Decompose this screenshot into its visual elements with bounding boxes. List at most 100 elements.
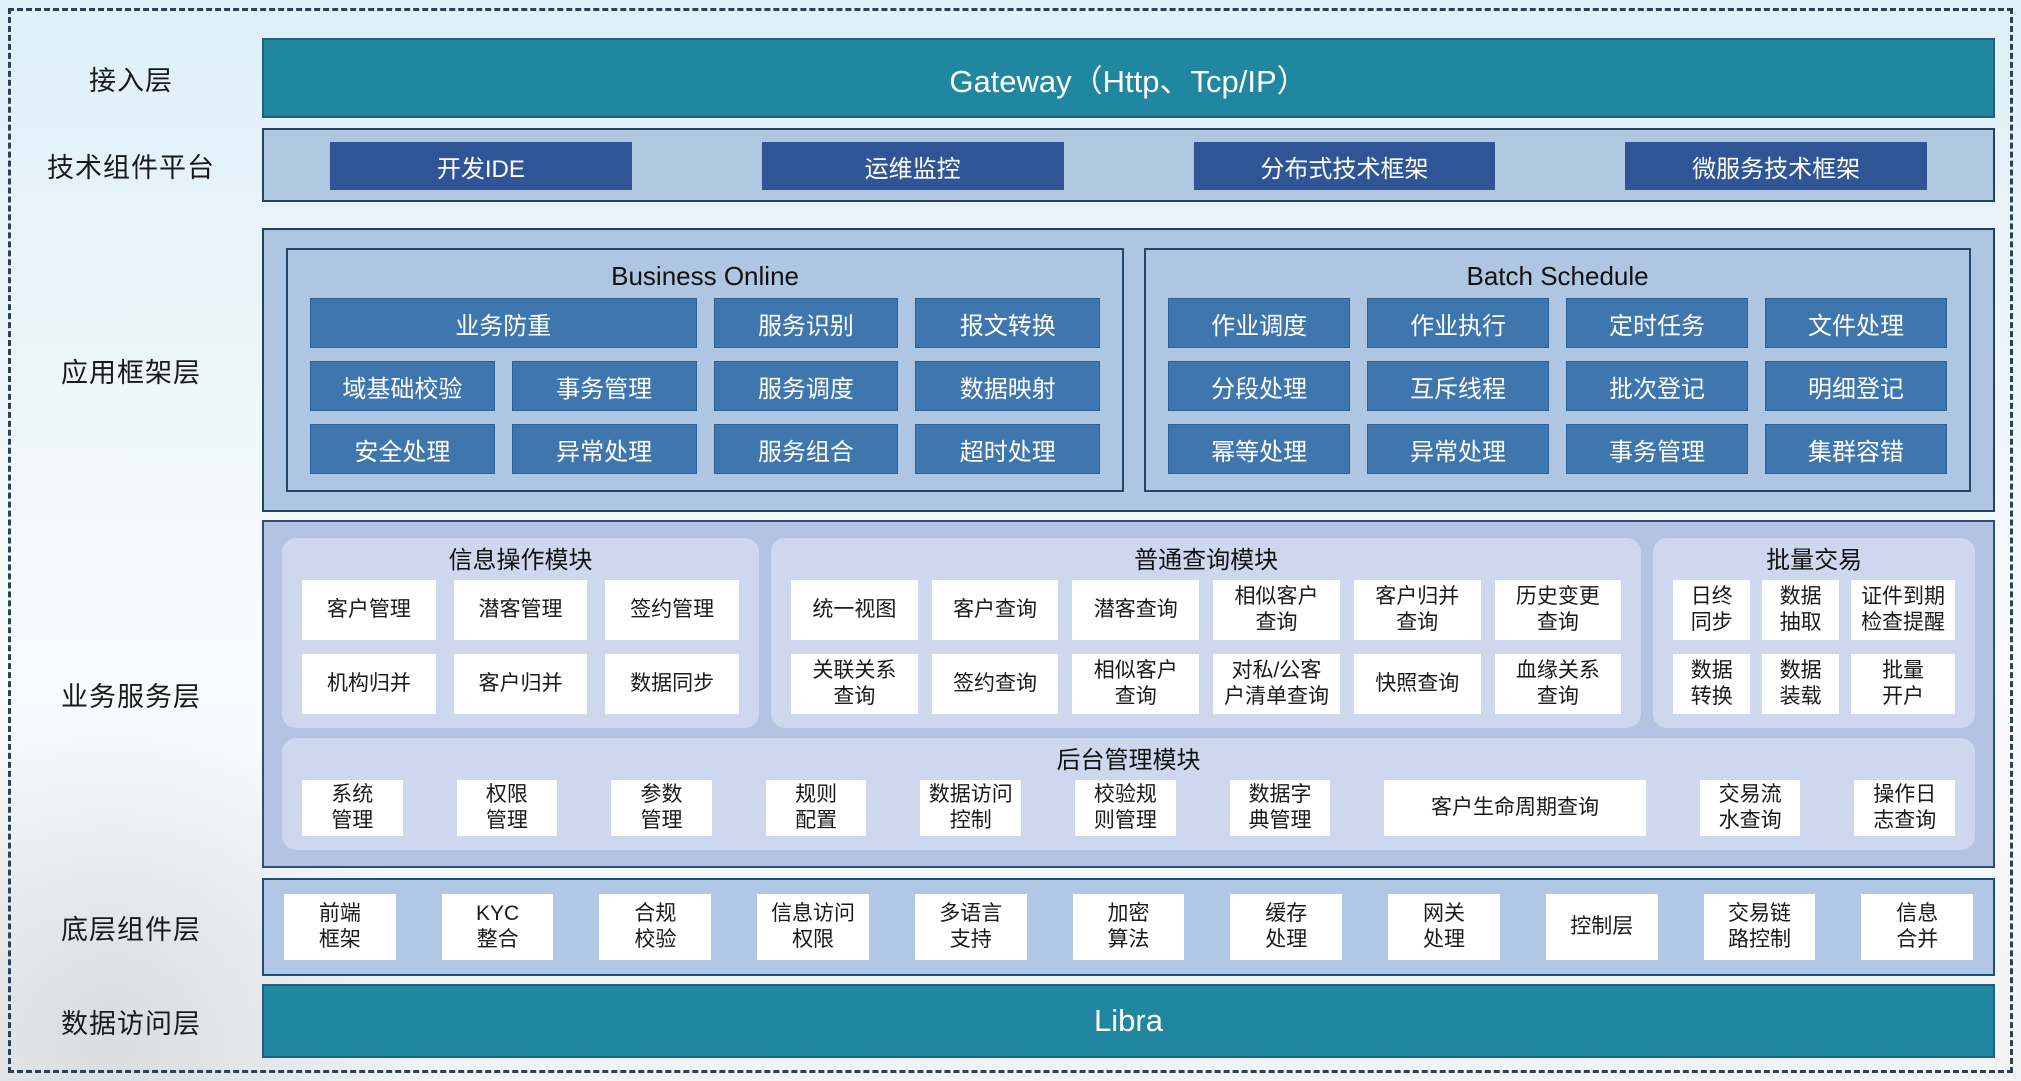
batch-trade-chip: 数据 转换 — [1673, 654, 1751, 714]
tech-platform-panel: 开发IDE 运维监控 分布式技术框架 微服务技术框架 — [262, 128, 1995, 202]
batch-trade-module: 批量交易 日终 同步数据 抽取证件到期 检查提醒数据 转换数据 装载批量 开户 — [1653, 538, 1975, 728]
base-component-chip: 交易链 路控制 — [1703, 894, 1816, 960]
base-component-chip: 合规 校验 — [599, 894, 712, 960]
batch-trade-chip: 证件到期 检查提醒 — [1851, 580, 1955, 640]
tech-platform-button: 分布式技术框架 — [1193, 142, 1496, 190]
business-online-title: Business Online — [611, 261, 799, 291]
admin-chip: 权限 管理 — [456, 780, 558, 836]
admin-module-title: 后台管理模块 — [1056, 747, 1201, 774]
base-component-chip: 缓存 处理 — [1230, 894, 1343, 960]
info-operation-chip: 机构归并 — [302, 654, 436, 714]
business-service-panel: 信息操作模块 客户管理潜客管理签约管理机构归并客户归并数据同步 普通查询模块 统… — [262, 520, 1995, 868]
data-access-label: 数据访问层 — [61, 1008, 201, 1039]
batch-schedule-grid: 作业调度作业执行定时任务文件处理分段处理互斥线程批次登记明细登记幂等处理异常处理… — [1168, 298, 1947, 474]
info-operation-chip: 客户管理 — [302, 580, 436, 640]
access-layer-label: 接入层 — [89, 65, 173, 96]
common-query-chip: 对私/公客 户清单查询 — [1213, 654, 1340, 714]
batch-schedule-button: 批次登记 — [1566, 361, 1749, 411]
common-query-chip: 潜客查询 — [1072, 580, 1200, 640]
info-operation-title: 信息操作模块 — [448, 547, 593, 574]
base-component-chip: 前端 框架 — [284, 894, 396, 960]
business-online-button: 业务防重 — [310, 298, 697, 348]
app-framework-row: 应用框架层 Business Online 业务防重服务识别报文转换域基础校验事… — [0, 228, 1995, 512]
batch-schedule-button: 明细登记 — [1765, 361, 1947, 411]
batch-schedule-button: 幂等处理 — [1168, 424, 1351, 474]
admin-chip: 参数 管理 — [611, 780, 712, 836]
info-operation-module: 信息操作模块 客户管理潜客管理签约管理机构归并客户归并数据同步 — [282, 538, 759, 728]
info-operation-grid: 客户管理潜客管理签约管理机构归并客户归并数据同步 — [302, 580, 739, 714]
admin-chip: 校验规 则管理 — [1075, 780, 1176, 836]
info-operation-chip: 潜客管理 — [453, 580, 588, 640]
admin-chip: 操作日 志查询 — [1854, 780, 1956, 836]
base-components-label: 底层组件层 — [61, 914, 201, 945]
base-component-chip: 信息访问 权限 — [757, 894, 869, 960]
base-components-panel: 前端 框架 KYC 整合合规 校验信息访问 权限多语言 支持加密 算法缓存 处理网… — [262, 878, 1995, 976]
common-query-chip: 相似客户 查询 — [1213, 580, 1340, 640]
base-component-chip: 网关 处理 — [1388, 894, 1500, 960]
batch-trade-chip: 批量 开户 — [1851, 654, 1955, 714]
batch-trade-grid: 日终 同步数据 抽取证件到期 检查提醒数据 转换数据 装载批量 开户 — [1673, 580, 1955, 714]
business-online-button: 报文转换 — [915, 298, 1101, 348]
data-access-row: 数据访问层 Libra — [0, 984, 1995, 1058]
tech-platform-button: 开发IDE — [330, 142, 632, 190]
business-online-button: 异常处理 — [511, 424, 697, 474]
base-component-chip: KYC 整合 — [441, 894, 554, 960]
tech-platform-button: 微服务技术框架 — [1625, 142, 1927, 190]
admin-chip: 系统 管理 — [302, 780, 403, 836]
business-service-modules: 信息操作模块 客户管理潜客管理签约管理机构归并客户归并数据同步 普通查询模块 统… — [282, 538, 1975, 728]
common-query-chip: 统一视图 — [791, 580, 918, 640]
business-service-row: 业务服务层 信息操作模块 客户管理潜客管理签约管理机构归并客户归并数据同步 普通… — [0, 520, 1995, 868]
batch-schedule-title: Batch Schedule — [1466, 261, 1649, 291]
tech-platform-row: 技术组件平台 开发IDE 运维监控 分布式技术框架 微服务技术框架 — [0, 128, 1995, 202]
batch-schedule-button: 分段处理 — [1168, 361, 1351, 411]
batch-trade-title: 批量交易 — [1766, 547, 1863, 574]
business-online-button: 数据映射 — [915, 361, 1101, 411]
batch-schedule-button: 互斥线程 — [1367, 361, 1550, 411]
common-query-module: 普通查询模块 统一视图客户查询潜客查询相似客户 查询客户归并 查询历史变更 查询… — [771, 538, 1642, 728]
batch-trade-chip: 日终 同步 — [1673, 580, 1751, 640]
batch-schedule-button: 文件处理 — [1765, 298, 1947, 348]
business-online-button: 超时处理 — [915, 424, 1101, 474]
business-online-grid: 业务防重服务识别报文转换域基础校验事务管理服务调度数据映射安全处理异常处理服务组… — [310, 298, 1101, 474]
gateway-bar: Gateway（Http、Tcp/IP） — [262, 38, 1995, 118]
batch-trade-chip: 数据 装载 — [1762, 654, 1840, 714]
batch-schedule-button: 事务管理 — [1566, 424, 1749, 474]
admin-chip: 交易流 水查询 — [1699, 780, 1801, 836]
batch-schedule-button: 异常处理 — [1367, 424, 1550, 474]
admin-chip: 客户生命周期查询 — [1384, 780, 1646, 836]
common-query-chip: 客户查询 — [931, 580, 1059, 640]
info-operation-chip: 签约管理 — [605, 580, 739, 640]
base-component-chip: 信息 合并 — [1861, 894, 1974, 960]
app-framework-panel: Business Online 业务防重服务识别报文转换域基础校验事务管理服务调… — [262, 228, 1995, 512]
common-query-chip: 关联关系 查询 — [791, 654, 918, 714]
business-online-button: 服务调度 — [713, 361, 899, 411]
common-query-chip: 快照查询 — [1353, 654, 1481, 714]
base-components-row: 底层组件层 前端 框架 KYC 整合合规 校验信息访问 权限多语言 支持加密 算法… — [0, 878, 1995, 976]
batch-schedule-button: 作业执行 — [1367, 298, 1550, 348]
business-online-button: 安全处理 — [310, 424, 495, 474]
common-query-chip: 血缘关系 查询 — [1494, 654, 1622, 714]
business-service-label: 业务服务层 — [61, 681, 201, 712]
batch-schedule-button: 定时任务 — [1566, 298, 1749, 348]
tech-platform-button: 运维监控 — [761, 142, 1064, 190]
business-online-panel: Business Online 业务防重服务识别报文转换域基础校验事务管理服务调… — [286, 248, 1125, 492]
business-online-button: 服务识别 — [713, 298, 899, 348]
admin-chip: 数据字 典管理 — [1229, 780, 1331, 836]
batch-schedule-button: 集群容错 — [1765, 424, 1947, 474]
tech-platform-label: 技术组件平台 — [47, 152, 215, 183]
business-online-button: 服务组合 — [713, 424, 899, 474]
info-operation-chip: 数据同步 — [605, 654, 739, 714]
common-query-grid: 统一视图客户查询潜客查询相似客户 查询客户归并 查询历史变更 查询关联关系 查询… — [791, 580, 1622, 714]
common-query-chip: 签约查询 — [931, 654, 1059, 714]
common-query-title: 普通查询模块 — [1134, 547, 1279, 574]
access-layer-row: 接入层 Gateway（Http、Tcp/IP） — [0, 38, 1995, 118]
admin-chip: 数据访问 控制 — [920, 780, 1022, 836]
base-component-chip: 加密 算法 — [1072, 894, 1185, 960]
batch-schedule-panel: Batch Schedule 作业调度作业执行定时任务文件处理分段处理互斥线程批… — [1144, 248, 1971, 492]
info-operation-chip: 客户归并 — [453, 654, 588, 714]
app-framework-label: 应用框架层 — [61, 357, 201, 388]
base-component-chip: 多语言 支持 — [914, 894, 1027, 960]
common-query-chip: 客户归并 查询 — [1353, 580, 1481, 640]
